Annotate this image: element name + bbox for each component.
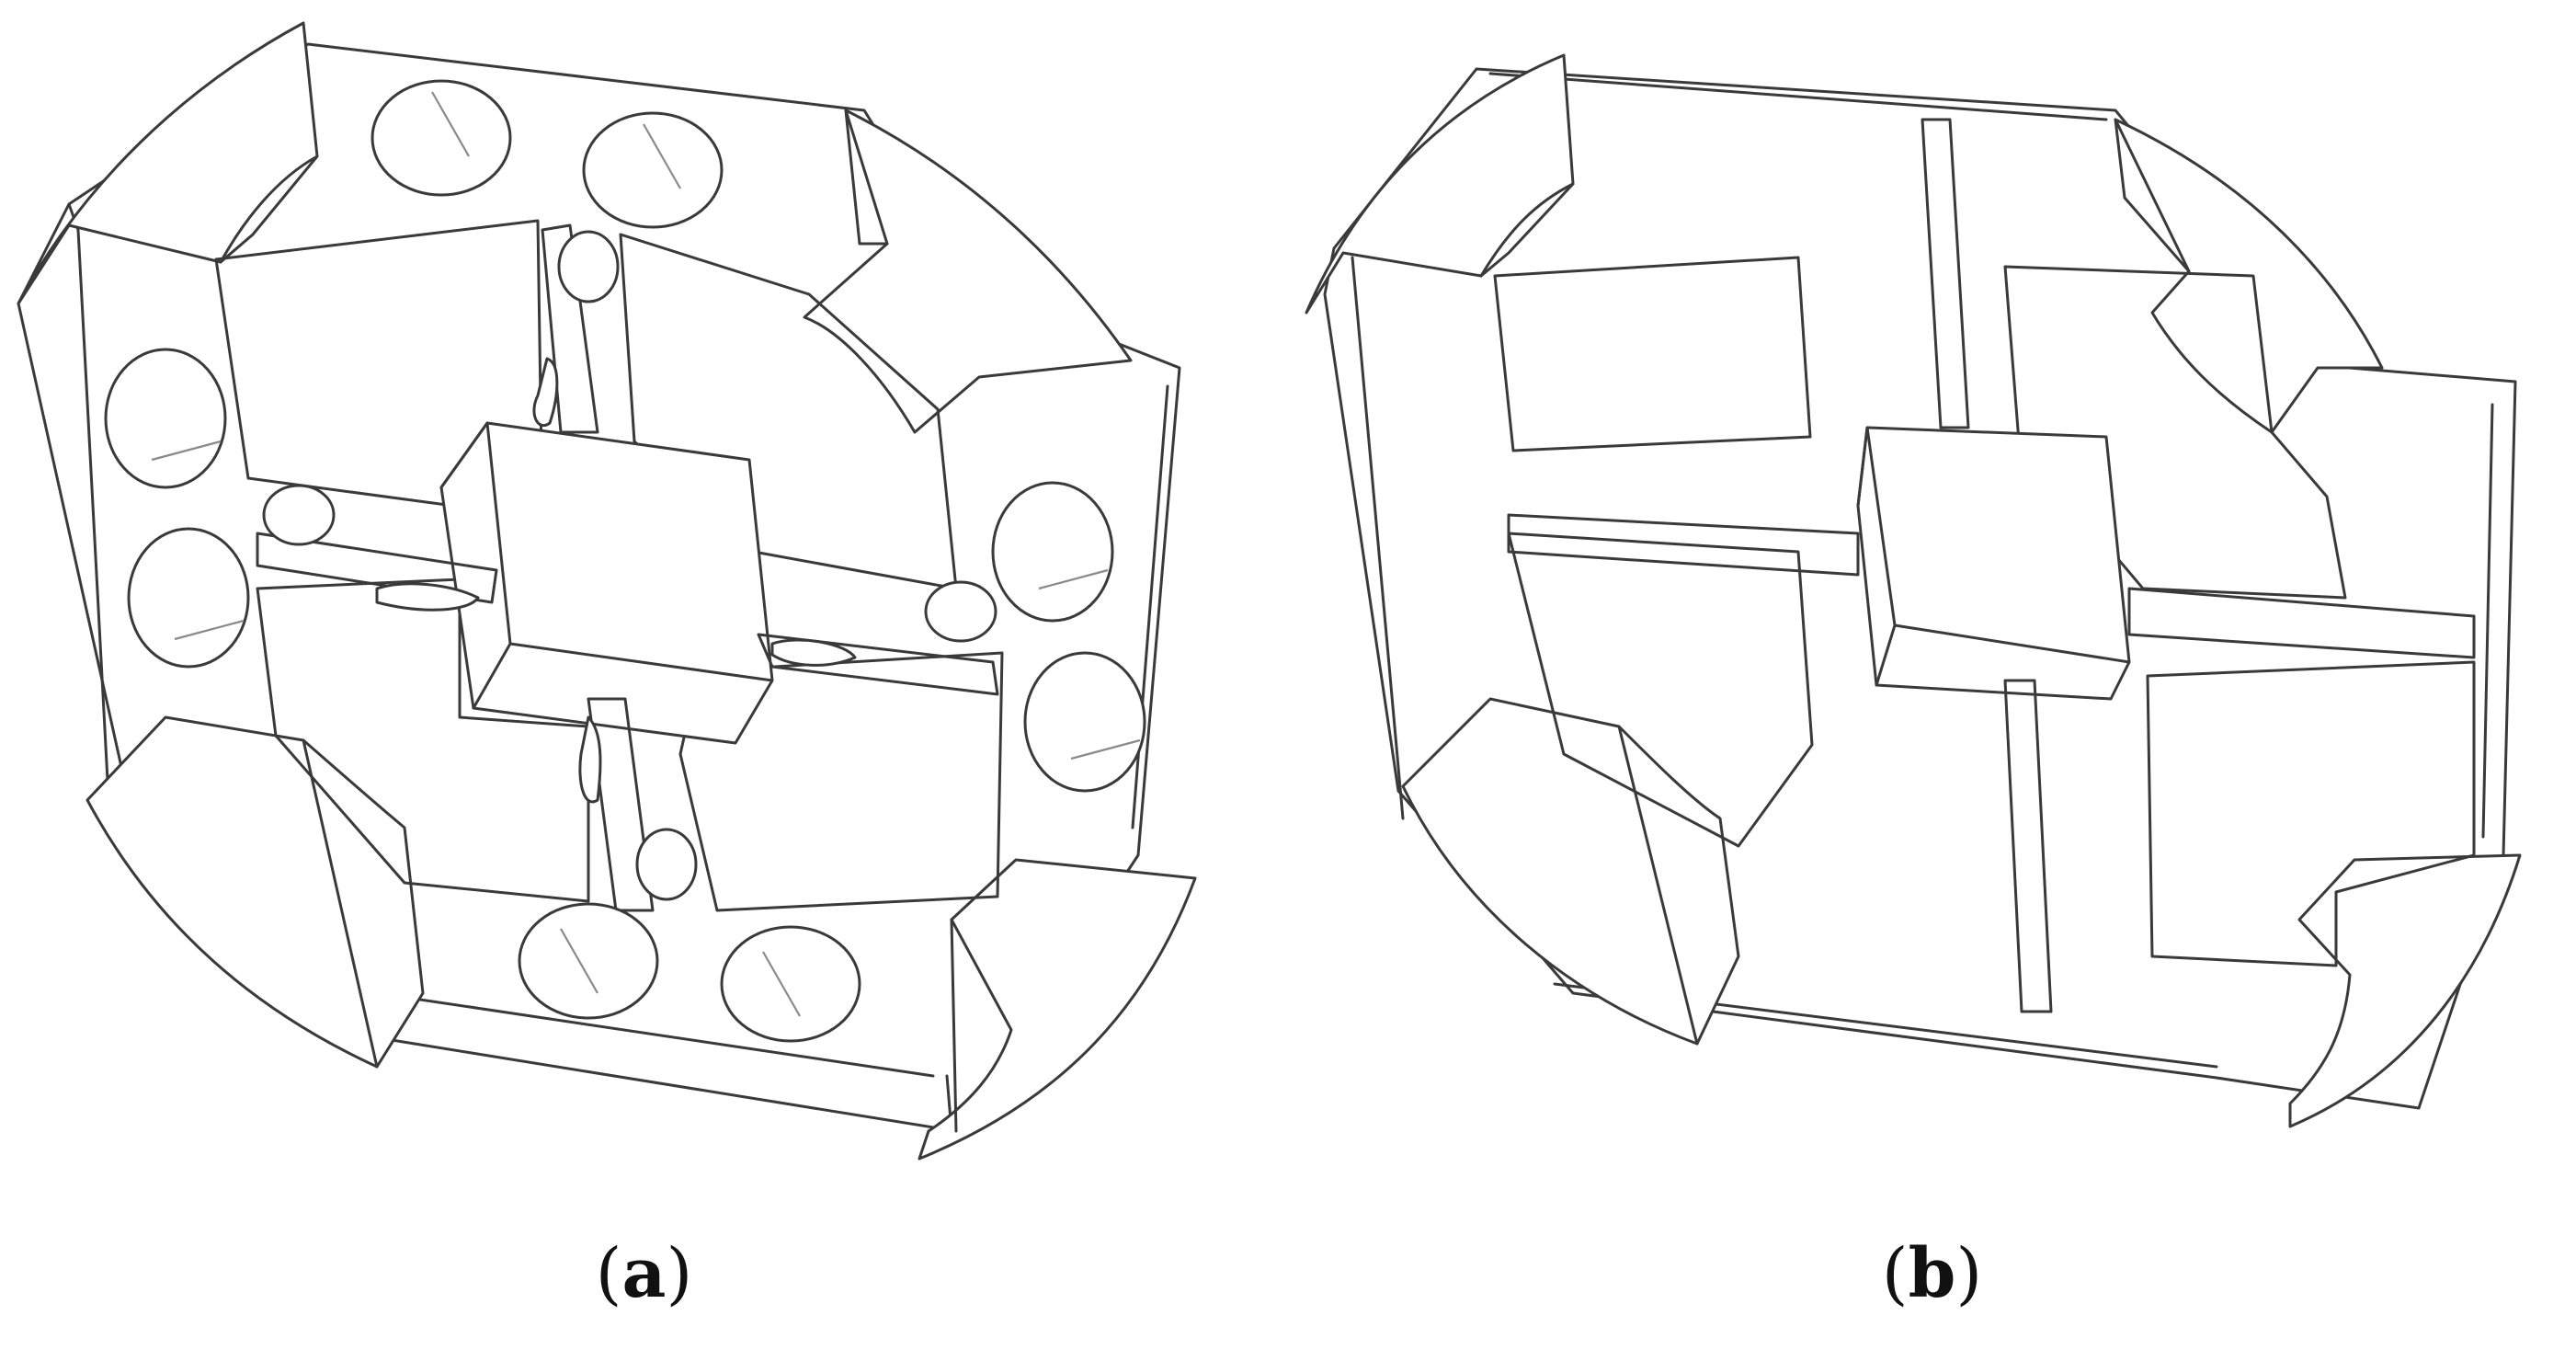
slot-hole [578, 715, 602, 804]
panel-a: (a) [17, 21, 1197, 1313]
slot-hole [532, 357, 559, 427]
corner-tab-top-left [1305, 53, 1575, 315]
corner-tab-top-left [17, 21, 319, 305]
slot-hole [375, 582, 480, 612]
panel-label-a: (a) [595, 1234, 693, 1313]
hole [720, 925, 861, 1043]
center-boss [1856, 426, 2131, 701]
corner-tab-bottom-left [85, 715, 425, 1069]
rib-right [2127, 587, 2476, 659]
corner-tab-bottom-right [918, 858, 1197, 1161]
hole [518, 902, 659, 1020]
frame-ledge [67, 202, 1169, 1133]
quadrant-bottom-left [1507, 532, 1814, 848]
rib-right [757, 633, 999, 696]
drawing-b [1305, 53, 2522, 1128]
quadrant-top-left [1493, 256, 1812, 452]
hole-small [557, 230, 620, 303]
corner-tab-top-right [803, 109, 1133, 434]
panel-b: (b) [1288, 0, 2576, 1361]
quadrant-bottom-right [2146, 660, 2476, 967]
rib-left [1507, 513, 1860, 577]
panel-label-b: (b) [1881, 1234, 1983, 1313]
frame-ledge [1351, 72, 2494, 1069]
rib-left [256, 532, 498, 604]
hole [127, 527, 250, 669]
hole [1023, 651, 1146, 793]
rib-bottom [2003, 679, 2053, 1013]
corner-tab-bottom-right [2288, 853, 2522, 1128]
holes-group [104, 79, 1146, 1043]
corner-tab-bottom-left [1401, 697, 1740, 1046]
hole-small [262, 484, 336, 546]
rib-top [1921, 118, 1970, 429]
rib-bottom [587, 697, 655, 912]
hole [104, 348, 227, 489]
outer-plate-outline [17, 42, 1181, 1133]
hole-small [924, 580, 997, 643]
hole [991, 481, 1114, 623]
hole-small [635, 828, 698, 901]
drawing-a [17, 21, 1197, 1161]
hole [370, 79, 512, 197]
hole [582, 111, 724, 229]
slot-hole [770, 638, 857, 667]
